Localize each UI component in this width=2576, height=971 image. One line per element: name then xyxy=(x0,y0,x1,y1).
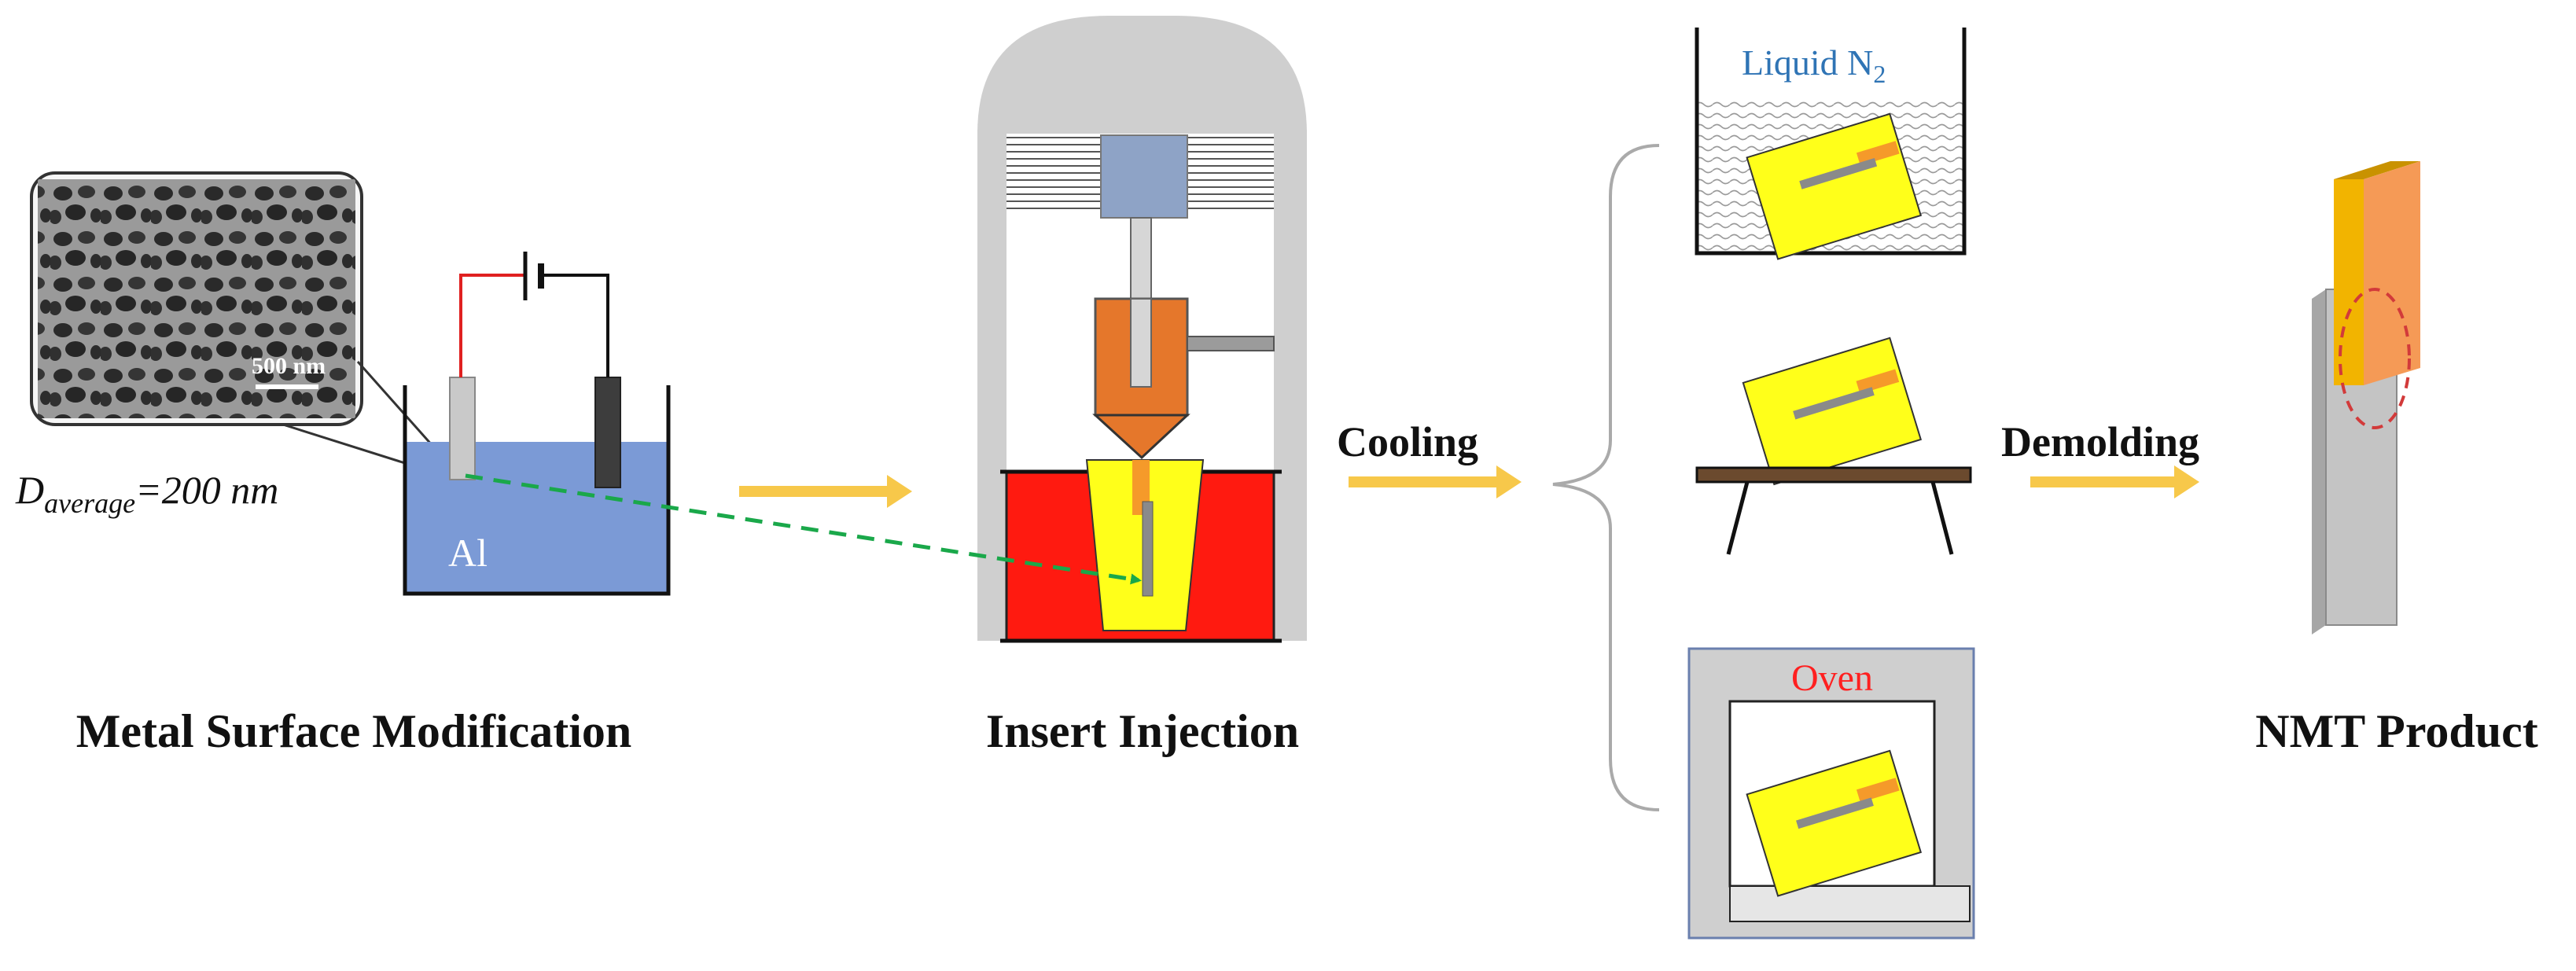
injection-nozzle xyxy=(1092,414,1190,460)
room-temperature-table xyxy=(1695,337,1972,555)
oven-label: Oven xyxy=(1791,657,1873,699)
metal-insert-in-mold xyxy=(1142,501,1154,597)
plastic-part-top xyxy=(2334,161,2420,179)
machine-left-pillar xyxy=(977,130,1006,641)
piston-block xyxy=(1100,134,1188,219)
process-arrow-1 xyxy=(739,475,912,508)
metal-strip-side xyxy=(2312,289,2326,634)
injection-machine xyxy=(977,16,1307,643)
machine-right-pillar xyxy=(1274,130,1307,641)
table-leg-right xyxy=(1930,481,1954,555)
table-leg-left xyxy=(1726,481,1750,555)
table-top xyxy=(1695,466,1972,484)
plastic-part-front xyxy=(2364,161,2420,385)
nmt-product xyxy=(2312,161,2420,634)
sample-on-table xyxy=(1742,337,1923,486)
electrolytic-cell: Al xyxy=(403,252,671,596)
nmt-product-label: NMT Product xyxy=(2255,705,2537,757)
process-arrow-cooling xyxy=(1349,465,1522,498)
cooling-options-brace xyxy=(1552,144,1660,811)
metal-surface-modification-label: Metal Surface Modification xyxy=(76,705,632,757)
electrolyte xyxy=(405,442,668,594)
aluminum-sample xyxy=(449,377,476,480)
bonding-zone-marker xyxy=(2339,288,2411,429)
plastic-part-side xyxy=(2334,179,2364,385)
liquid-nitrogen-bath: Liquid N2 xyxy=(1695,28,1967,260)
al-label: Al xyxy=(448,531,488,575)
red-wire xyxy=(459,274,525,377)
oven-base xyxy=(1729,885,1971,922)
barrel-side-arm xyxy=(1187,336,1275,351)
black-wire xyxy=(541,274,609,377)
counter-electrode xyxy=(594,377,621,488)
sem-image-inset: 500 nm xyxy=(30,171,363,426)
machine-dome xyxy=(977,16,1307,134)
process-arrow-demolding xyxy=(2030,465,2199,498)
liquid-n2-label: Liquid N2 xyxy=(1742,42,1886,88)
pore-diameter-label: Daverage=200 nm xyxy=(15,468,278,519)
oven: Oven xyxy=(1687,647,1975,940)
insert-transfer-arrow xyxy=(465,473,1142,585)
cooling-label: Cooling xyxy=(1337,418,1478,465)
scale-bar-label: 500 nm xyxy=(252,353,326,379)
demolding-label: Demolding xyxy=(2001,418,2199,465)
insert-injection-label: Insert Injection xyxy=(986,705,1299,757)
